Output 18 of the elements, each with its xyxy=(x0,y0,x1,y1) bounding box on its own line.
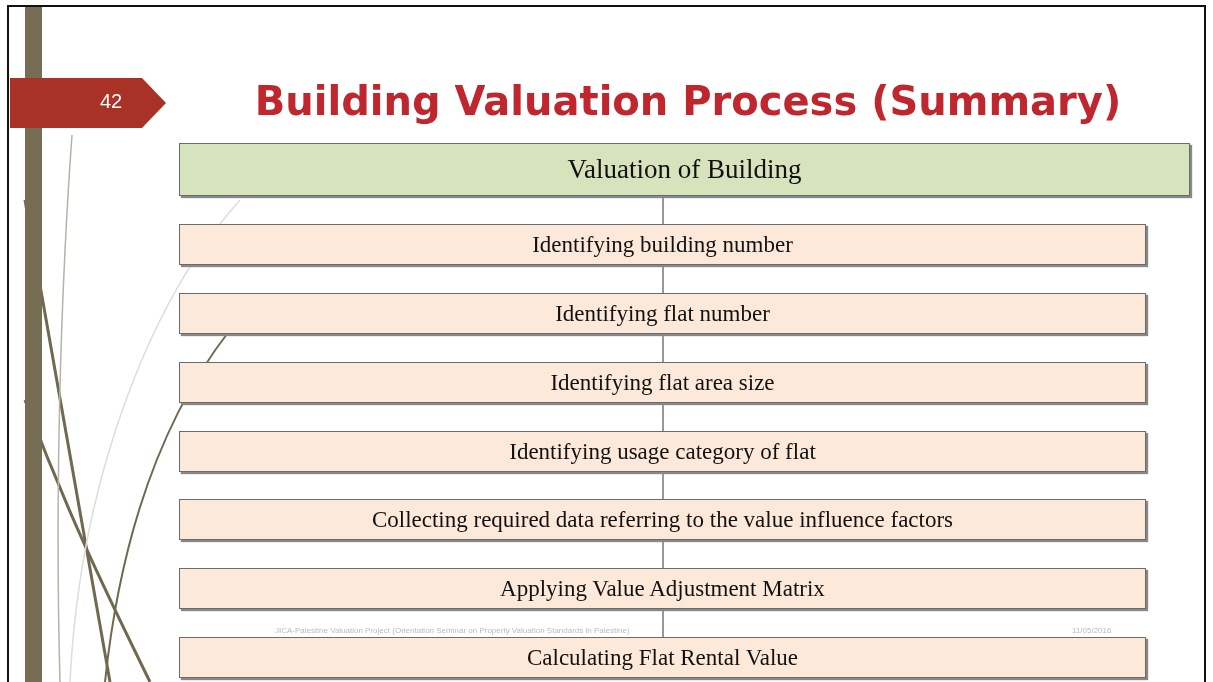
connector-line xyxy=(662,195,664,225)
step-box: Identifying flat number xyxy=(179,293,1146,334)
connector-line xyxy=(662,539,664,569)
connector-line xyxy=(662,333,664,363)
main-process-box: Valuation of Building xyxy=(179,143,1190,196)
connector-line xyxy=(662,402,664,432)
step-box: Collecting required data referring to the value influence factors xyxy=(179,499,1146,540)
connector-line xyxy=(662,471,664,500)
slide-title: Building Valuation Process (Summary) xyxy=(253,78,1123,124)
connector-line xyxy=(662,264,664,294)
connector-line xyxy=(662,608,664,638)
footer-date: 11/05/2016 xyxy=(1072,626,1112,635)
step-box: Identifying building number xyxy=(179,224,1146,265)
step-box: Identifying flat area size xyxy=(179,362,1146,403)
step-box: Calculating Flat Rental Value xyxy=(179,637,1146,678)
slide-number: 42 xyxy=(100,90,123,113)
step-box: Applying Value Adjustment Matrix xyxy=(179,568,1146,609)
step-box: Identifying usage category of flat xyxy=(179,431,1146,472)
